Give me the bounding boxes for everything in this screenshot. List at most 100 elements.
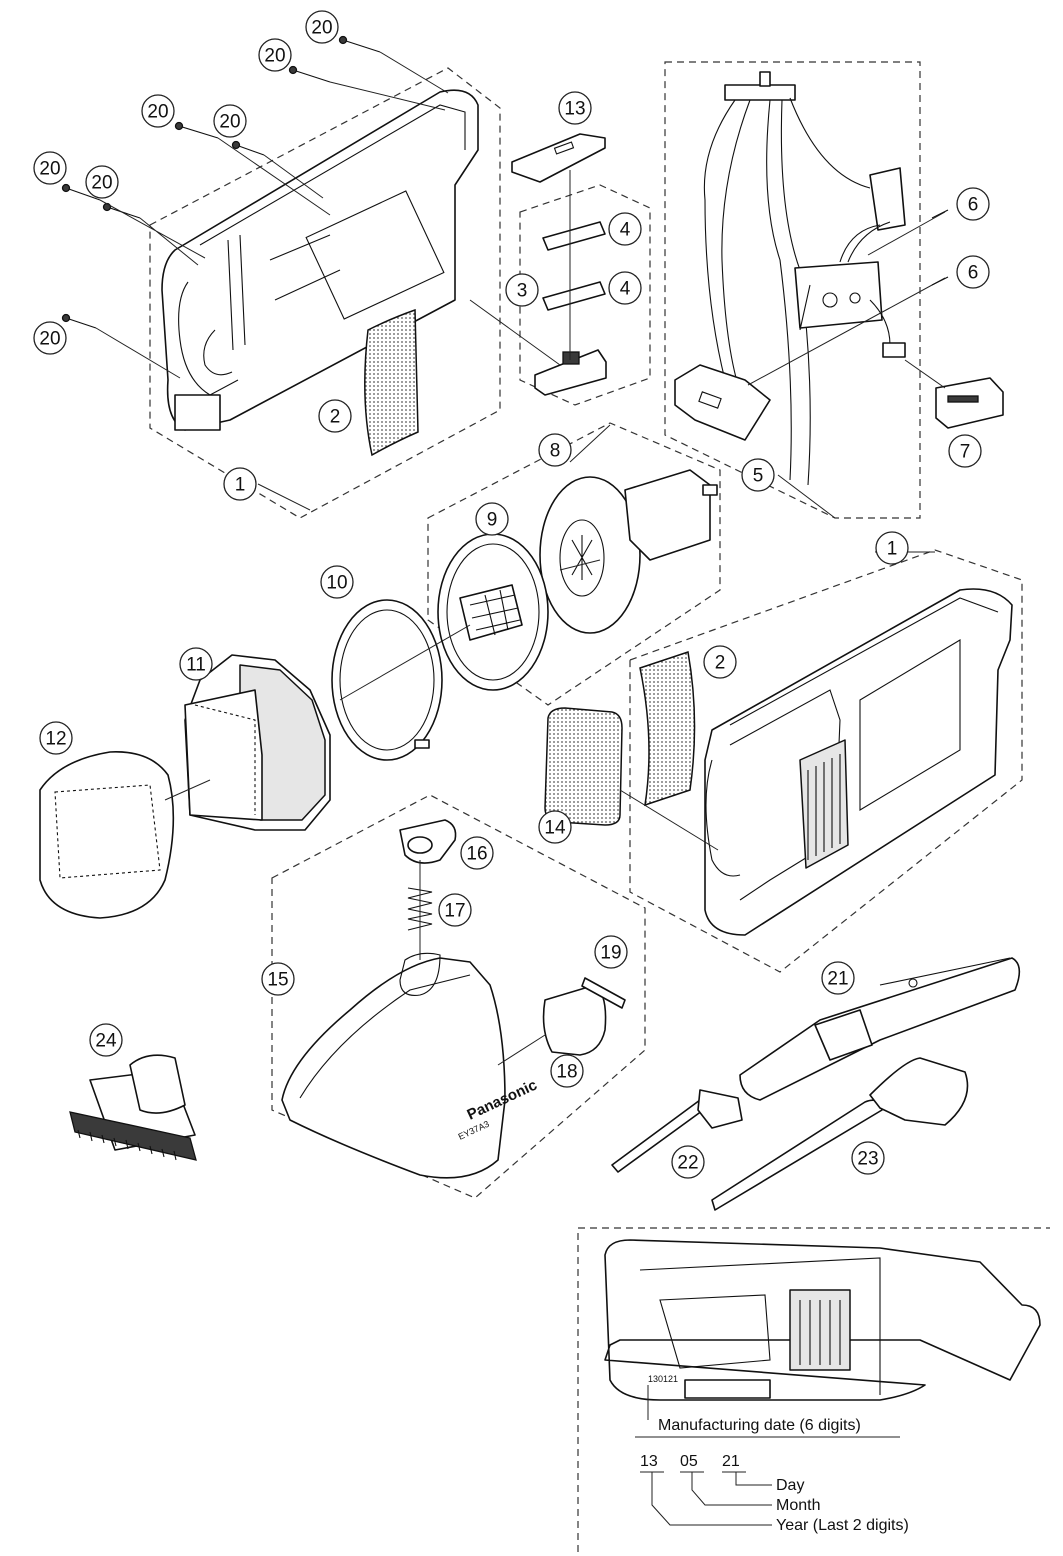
extension-22 [611, 1089, 743, 1173]
callout-label: 9 [487, 510, 498, 531]
callout-c8: 8 [538, 433, 572, 467]
callout-c21: 21 [821, 961, 855, 995]
callout-c2b: 2 [703, 645, 737, 679]
callout-c20g: 20 [33, 321, 67, 355]
callout-label: 6 [968, 263, 979, 284]
callout-c23: 23 [851, 1141, 885, 1175]
callout-label: 5 [753, 466, 764, 487]
switch-plate-4-upper [542, 221, 606, 251]
filter-2-upper [364, 308, 419, 457]
callout-label: 20 [147, 102, 168, 123]
callout-label: 3 [517, 281, 528, 302]
wiring-harness [674, 71, 906, 486]
battery-connector-7 [935, 377, 1004, 429]
spring-17 [407, 887, 433, 931]
callout-c15: 15 [261, 962, 295, 996]
group-outline-switch [519, 184, 651, 406]
group-outline-nozzle [271, 794, 646, 1199]
screw-20f [102, 202, 141, 219]
callout-c11: 11 [179, 647, 213, 681]
callout-c22: 22 [671, 1145, 705, 1179]
group-outline-motor [427, 422, 721, 706]
brush-24 [69, 1054, 197, 1161]
callout-c20a: 20 [305, 10, 339, 44]
callout-label: 6 [968, 195, 979, 216]
callout-c1b: 1 [875, 531, 909, 565]
callout-c20d: 20 [213, 104, 247, 138]
screw-20a [338, 35, 381, 53]
date-inset-outline [577, 1227, 1050, 1552]
date-stamp-text: 130121 [648, 1374, 678, 1384]
callout-c20b: 20 [258, 38, 292, 72]
callout-label: 15 [267, 970, 288, 991]
callout-c19: 19 [594, 935, 628, 969]
left-housing-part [161, 89, 479, 431]
callout-c18: 18 [550, 1054, 584, 1088]
latch-16 [399, 819, 457, 864]
switch-cover-13 [511, 133, 606, 183]
day-label-text: Day [776, 1477, 804, 1494]
switch-3 [534, 349, 607, 396]
callout-label: 12 [45, 729, 66, 750]
callout-label: 20 [219, 112, 240, 133]
callout-c4b: 4 [608, 271, 642, 305]
callout-c1a: 1 [223, 467, 257, 501]
year-label-text: Year (Last 2 digits) [776, 1517, 909, 1534]
callout-c12: 12 [39, 721, 73, 755]
callout-c13: 13 [558, 91, 592, 125]
screw-20e [61, 183, 101, 201]
callout-label: 22 [677, 1153, 698, 1174]
callout-c20e: 20 [33, 151, 67, 185]
wide-nozzle-23 [711, 1057, 969, 1211]
callout-label: 8 [550, 441, 561, 462]
screw-6a [931, 209, 949, 219]
callout-label: 10 [326, 573, 347, 594]
callout-c14: 14 [538, 810, 572, 844]
right-housing-part [704, 588, 1013, 936]
callout-c5: 5 [741, 458, 775, 492]
screw-20g [61, 313, 97, 329]
screw-group [61, 35, 381, 329]
month-label-text: Month [776, 1497, 820, 1514]
callout-label: 2 [715, 653, 726, 674]
pre-filter-14 [544, 707, 623, 826]
nozzle-body: Panasonic EY37A3 [281, 952, 540, 1179]
group-outline-housing-left [149, 67, 501, 519]
crevice-tool-21 [739, 957, 1021, 1101]
callout-c16: 16 [460, 836, 494, 870]
callout-c10: 10 [320, 565, 354, 599]
date-title-text: Manufacturing date (6 digits) [658, 1417, 861, 1434]
screw-6b [931, 276, 949, 286]
callout-label: 1 [235, 475, 246, 496]
callout-label: 4 [620, 279, 631, 300]
callout-label: 20 [91, 173, 112, 194]
callout-c2a: 2 [318, 399, 352, 433]
group-outline-housing-right [629, 549, 1023, 973]
filter-case-11 [184, 654, 331, 831]
screw-20b [288, 65, 331, 83]
callout-c7: 7 [948, 434, 982, 468]
callout-c20f: 20 [85, 165, 119, 199]
year-digits-text: 13 [640, 1453, 658, 1470]
seal-18 [542, 984, 607, 1056]
callout-label: 13 [564, 99, 585, 120]
callout-label: 20 [311, 18, 332, 39]
group-outline-wiring [664, 61, 921, 519]
switch-plate-4-lower [542, 281, 606, 311]
callout-label: 7 [960, 442, 971, 463]
callout-c24: 24 [89, 1023, 123, 1057]
callout-label: 18 [556, 1062, 577, 1083]
callout-label: 20 [39, 329, 60, 350]
screw-20d [231, 140, 265, 156]
callout-label: 14 [544, 818, 566, 839]
month-digits-text: 05 [680, 1453, 698, 1470]
callout-label: 1 [887, 539, 898, 560]
dust-bag-12 [39, 751, 175, 919]
callout-c17: 17 [438, 893, 472, 927]
callout-label: 24 [95, 1031, 117, 1052]
callout-c6b: 6 [956, 255, 990, 289]
callout-c9: 9 [475, 502, 509, 536]
callout-label: 21 [827, 969, 848, 990]
callout-label: 19 [600, 943, 621, 964]
